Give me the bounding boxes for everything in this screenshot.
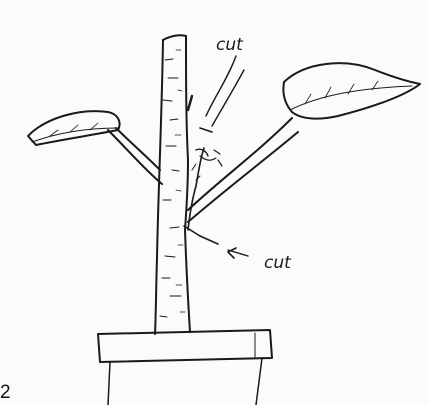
page-number: 2	[0, 383, 11, 402]
cut-label-bottom: cut	[264, 253, 292, 273]
cut-label-top: cut	[216, 35, 244, 55]
